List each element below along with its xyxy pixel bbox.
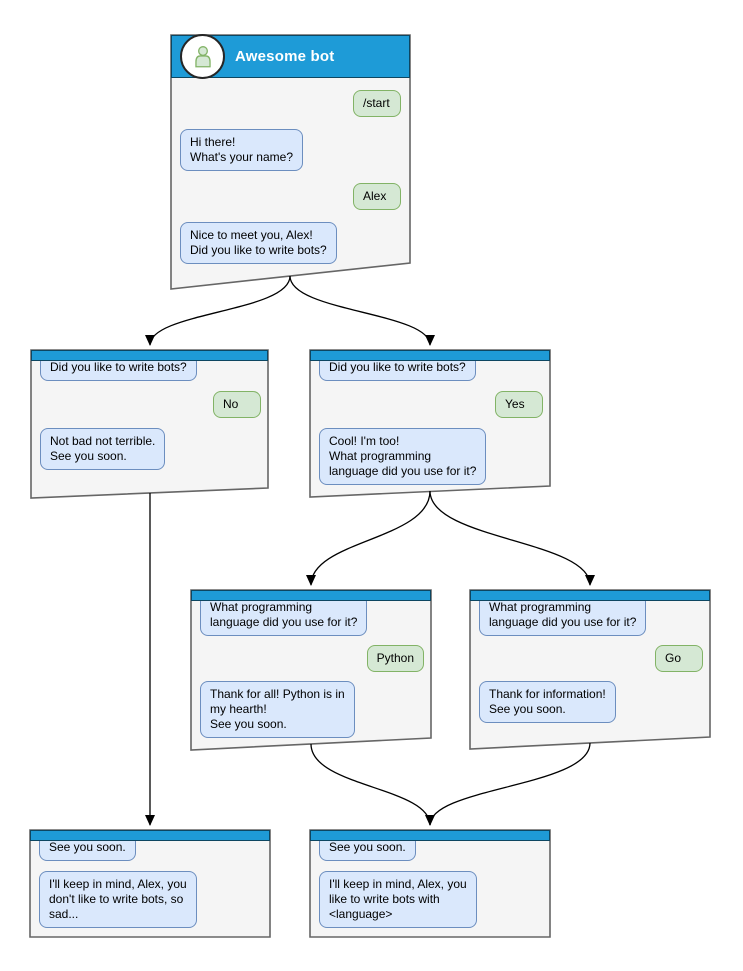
window-header: Awesome bot <box>171 34 410 79</box>
message-bubble-bot[interactable]: I'll keep in mind, Alex, you like to wri… <box>319 871 477 928</box>
message-bubble-user[interactable]: Yes <box>495 391 543 418</box>
connector-python-to-end[interactable] <box>310 743 435 826</box>
chat-window-branch-go[interactable]: What programming language did you use fo… <box>470 590 710 749</box>
message-bubble-bot[interactable]: Cool! I'm too! What programming language… <box>319 428 487 485</box>
message-list: What programming language did you use fo… <box>470 594 710 723</box>
chat-window-end-no[interactable]: See you soon. I'll keep in mind, Alex, y… <box>30 830 270 937</box>
message-bubble-bot[interactable]: Thank for information! See you soon. <box>479 681 616 723</box>
message-bubble-user[interactable]: Python <box>366 645 424 672</box>
message-bubble-user[interactable]: No <box>213 391 261 418</box>
bot-avatar <box>180 34 225 79</box>
window-header <box>31 350 268 361</box>
chat-window-end-language[interactable]: See you soon. I'll keep in mind, Alex, y… <box>310 830 550 937</box>
message-bubble-bot[interactable]: Hi there! What's your name? <box>180 129 304 171</box>
window-header <box>310 350 550 361</box>
message-list: Did you like to write bots? No Not bad n… <box>31 354 268 470</box>
message-list: See you soon. I'll keep in mind, Alex, y… <box>30 834 270 928</box>
message-bubble-bot[interactable]: What programming language did you use fo… <box>200 594 368 636</box>
message-list: See you soon. I'll keep in mind, Alex, y… <box>310 834 550 928</box>
message-bubble-user[interactable]: Go <box>655 645 703 672</box>
connector-yes-to-go[interactable] <box>429 490 595 586</box>
window-header <box>310 830 550 841</box>
message-bubble-bot[interactable]: Thank for all! Python is in my hearth! S… <box>200 681 355 738</box>
connector-yes-to-python[interactable] <box>306 490 431 586</box>
connector-main-to-no[interactable] <box>145 275 291 346</box>
message-bubble-bot[interactable]: Nice to meet you, Alex! Did you like to … <box>180 222 337 264</box>
connector-main-to-yes[interactable] <box>289 275 435 346</box>
message-list: Did you like to write bots? Yes Cool! I'… <box>310 354 550 485</box>
window-header <box>30 830 270 841</box>
chat-window-branch-python[interactable]: What programming language did you use fo… <box>191 590 431 750</box>
message-list: /start Hi there! What's your name? Alex … <box>171 78 410 276</box>
window-header <box>470 590 710 601</box>
message-list: What programming language did you use fo… <box>191 594 431 738</box>
person-icon <box>194 45 211 67</box>
chat-window-branch-yes[interactable]: Did you like to write bots? Yes Cool! I'… <box>310 350 550 497</box>
message-bubble-user[interactable]: Alex <box>353 183 401 210</box>
message-bubble-user[interactable]: /start <box>353 90 401 117</box>
chat-window-main[interactable]: Awesome bot /start Hi there! What's your… <box>171 34 410 289</box>
window-title: Awesome bot <box>235 48 335 65</box>
message-bubble-bot[interactable]: I'll keep in mind, Alex, you don't like … <box>39 871 197 928</box>
chat-window-branch-no[interactable]: Did you like to write bots? No Not bad n… <box>31 350 268 498</box>
connector-go-to-end[interactable] <box>429 742 591 826</box>
message-bubble-bot[interactable]: Not bad not terrible. See you soon. <box>40 428 166 470</box>
window-header <box>191 590 431 601</box>
